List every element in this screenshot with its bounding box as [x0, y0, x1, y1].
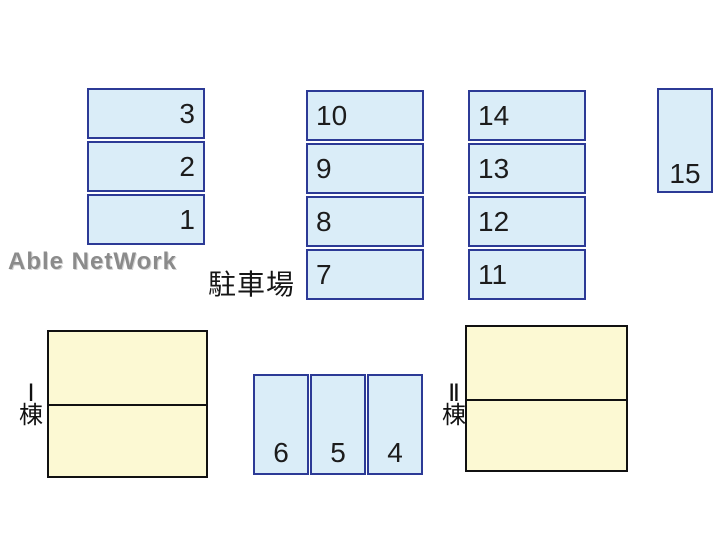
parking-space-15: 15 [657, 88, 713, 193]
parking-space-13: 13 [468, 143, 586, 194]
building-1-floor-divider [49, 404, 206, 406]
parking-space-1: 1 [87, 194, 205, 245]
building-2-floor-divider [467, 399, 626, 401]
parking-space-14: 14 [468, 90, 586, 141]
parking-space-5: 5 [310, 374, 366, 475]
building-1 [47, 330, 208, 478]
parking-column-left: 3 2 1 [87, 88, 205, 245]
parking-space-4: 4 [367, 374, 423, 475]
able-network-watermark: Able NetWork [8, 248, 177, 275]
parking-column-right: 14 13 12 11 [468, 90, 586, 300]
building-1-numeral: Ⅰ [27, 380, 35, 407]
parking-row-bottom: 6 5 4 [253, 374, 423, 475]
parking-space-12: 12 [468, 196, 586, 247]
parking-space-9: 9 [306, 143, 424, 194]
parking-space-10: 10 [306, 90, 424, 141]
building-2-suffix: 棟 [442, 402, 466, 429]
building-2 [465, 325, 628, 472]
parking-lot-label: 駐車場 [208, 269, 296, 300]
building-1-suffix: 棟 [19, 402, 43, 429]
parking-column-middle: 10 9 8 7 [306, 90, 424, 300]
parking-space-6: 6 [253, 374, 309, 475]
building-1-label: Ⅰ 棟 [14, 380, 48, 429]
parking-space-11: 11 [468, 249, 586, 300]
building-2-numeral: Ⅱ [448, 380, 460, 407]
parking-space-3: 3 [87, 88, 205, 139]
parking-space-2: 2 [87, 141, 205, 192]
parking-space-7: 7 [306, 249, 424, 300]
parking-space-8: 8 [306, 196, 424, 247]
building-2-label: Ⅱ 棟 [437, 380, 471, 429]
